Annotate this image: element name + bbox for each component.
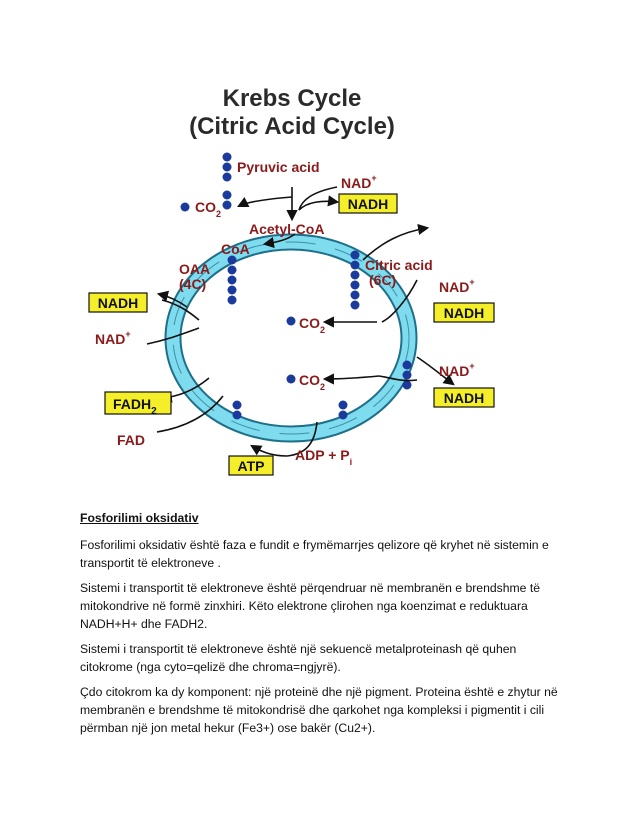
fadh2-label: FADH2 <box>113 396 157 417</box>
nadh-box-left <box>88 292 148 313</box>
paragraph-4: Çdo citokrom ka dy komponent: një protei… <box>80 685 558 735</box>
nadh-label-right2: NADH <box>444 390 484 406</box>
nadh-box-top <box>338 193 398 214</box>
oaa-label-line2: (4C) <box>179 276 206 292</box>
co2-label-lower: CO2 <box>299 372 325 392</box>
section-heading: Fosforilimi oksidativ <box>80 511 199 525</box>
text-content: Fosforilimi oksidativ Fosforilimi oksida… <box>80 511 570 744</box>
paragraph-2: Sistemi i transportit të elektroneve ësh… <box>80 581 540 631</box>
citric-acid-label-line1: Citric acid <box>365 257 433 273</box>
coa-label: CoA <box>221 241 250 257</box>
nad-plus-label-top: NAD+ <box>341 173 377 191</box>
citric-acid-label-line2: (6C) <box>369 272 396 288</box>
figure-title-line2: (Citric Acid Cycle) <box>189 113 395 140</box>
atp-box <box>228 455 274 476</box>
fad-label: FAD <box>117 432 145 448</box>
figure-title-line1: Krebs Cycle <box>223 85 362 112</box>
adp-pi-label: ADP + Pi <box>295 447 352 467</box>
oaa-label-line1: OAA <box>179 261 210 277</box>
cycle-ring-arrows <box>172 241 410 435</box>
krebs-cycle-diagram: Krebs Cycle (Citric Acid Cycle) <box>87 82 497 480</box>
nad-plus-label-left: NAD+ <box>95 329 131 347</box>
krebs-cycle-figure: Krebs Cycle (Citric Acid Cycle) <box>87 82 497 480</box>
paragraph-1: Fosforilimi oksidativ është faza e fundi… <box>80 538 549 570</box>
nadh-label-left: NADH <box>98 295 138 311</box>
co2-label-top: CO2 <box>195 199 221 219</box>
figure-background <box>87 82 497 480</box>
nadh-label-right1: NADH <box>444 305 484 321</box>
nadh-box-right2 <box>433 387 495 408</box>
nadh-label-top: NADH <box>348 196 388 212</box>
atp-label: ATP <box>238 458 265 474</box>
nadh-box-right1 <box>433 302 495 323</box>
paragraph-3: Sistemi i transportit të elektroneve ësh… <box>80 642 517 674</box>
nad-plus-label-right1: NAD+ <box>439 277 475 295</box>
fadh2-box <box>104 391 172 415</box>
molecule-dots <box>180 152 412 420</box>
acetyl-coa-label: Acetyl-CoA <box>249 221 324 237</box>
nad-plus-label-right2: NAD+ <box>439 361 475 379</box>
co2-label-middle: CO2 <box>299 315 325 335</box>
pyruvic-acid-label: Pyruvic acid <box>237 159 320 175</box>
